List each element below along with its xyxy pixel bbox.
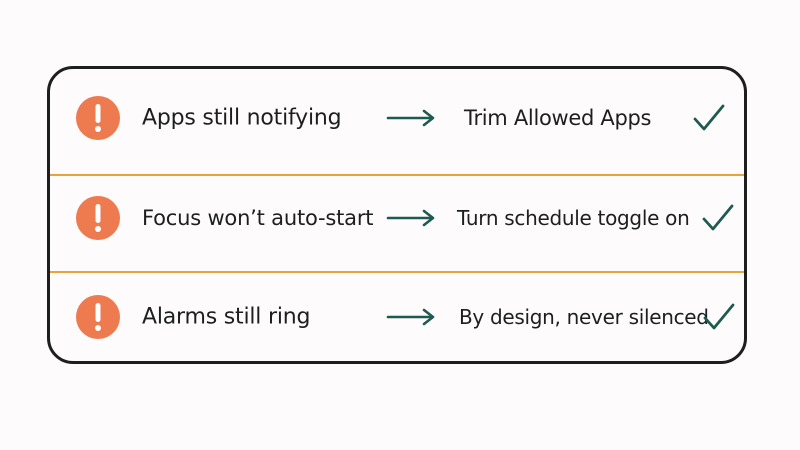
- exclamation-circle-icon: [75, 195, 121, 241]
- fix-label: By design, never silenced: [459, 304, 709, 329]
- problem-label: Apps still notifying: [142, 105, 342, 130]
- row-divider: [50, 271, 744, 273]
- troubleshoot-row-focus: Focus won’t auto-start Turn schedule tog…: [50, 169, 744, 266]
- problem-label: Focus won’t auto-start: [142, 205, 374, 230]
- right-arrow-icon: [386, 108, 436, 128]
- row-divider: [50, 174, 744, 176]
- checkmark-icon: [692, 103, 726, 133]
- troubleshooting-card: Apps still notifying Trim Allowed Apps F…: [47, 66, 747, 364]
- problem-label: Alarms still ring: [142, 304, 311, 329]
- exclamation-circle-icon: [75, 95, 121, 141]
- fix-label: Trim Allowed Apps: [464, 105, 652, 130]
- checkmark-icon: [701, 203, 735, 233]
- fix-label: Turn schedule toggle on: [457, 205, 690, 230]
- troubleshoot-row-apps: Apps still notifying Trim Allowed Apps: [50, 69, 744, 166]
- right-arrow-icon: [386, 208, 436, 228]
- checkmark-icon: [702, 302, 736, 332]
- exclamation-circle-icon: [75, 294, 121, 340]
- troubleshoot-row-alarms: Alarms still ring By design, never silen…: [50, 268, 744, 361]
- right-arrow-icon: [386, 307, 436, 327]
